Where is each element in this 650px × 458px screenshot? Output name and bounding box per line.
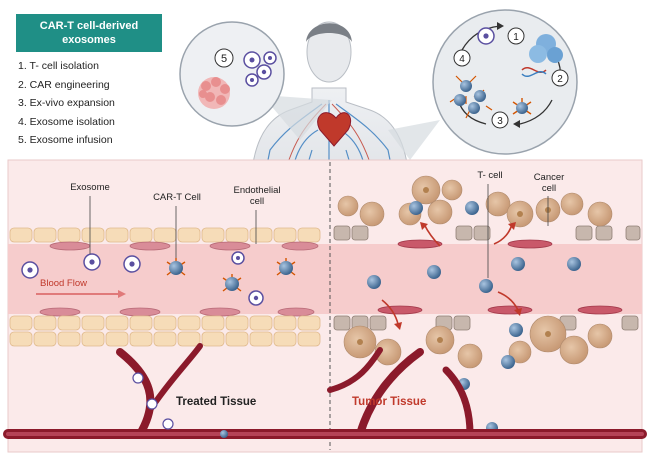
t-cell-label: T- cell — [477, 170, 503, 181]
heart-icon — [317, 112, 352, 147]
treated-tissue-label: Treated Tissue — [176, 396, 257, 408]
step-1: 1. T- cell isolation — [18, 60, 99, 72]
exosome-icon — [243, 51, 277, 87]
production-cycle-circle — [388, 9, 578, 160]
tumor-cluster — [198, 77, 230, 109]
step-3: 3. Ex-vivo expansion — [18, 97, 115, 109]
title-box: CAR-T cell-derived exosomes — [16, 14, 162, 52]
step-4: 4. Exosome isolation — [18, 115, 115, 128]
endothelial-row-top — [9, 227, 321, 243]
infusion-zoom-circle — [179, 21, 332, 140]
cycle-number-2: 2 — [557, 74, 563, 85]
expanded-cells — [449, 75, 493, 119]
car-t-cell-label: CAR-T Cell — [153, 192, 201, 203]
step-2: 2. CAR engineering — [18, 78, 110, 91]
tumor-tissue-label: Tumor Tissue — [352, 396, 427, 408]
cycle-number-1: 1 — [513, 32, 519, 43]
car-t-cell-icon — [512, 98, 532, 115]
endothelial-cell-label: Endothelial cell — [233, 185, 281, 207]
blood-flow-label: Blood Flow — [40, 278, 87, 289]
tissue-panel — [3, 159, 647, 453]
t-cell-cluster — [529, 34, 563, 63]
steps-list: 1. T- cell isolation 2. CAR engineering … — [18, 57, 115, 150]
cycle-number-4: 4 — [459, 54, 465, 65]
infusion-step-number: 5 — [221, 53, 227, 65]
step-5: 5. Exosome infusion — [18, 134, 113, 146]
endothelial-row-bottom — [9, 315, 321, 347]
cancer-cell-label: Cancer cell — [533, 172, 565, 194]
car-t-cells-in-lumen — [166, 258, 296, 292]
dna-icon — [521, 67, 547, 73]
cycle-number-3: 3 — [497, 116, 503, 127]
exosome-label: Exosome — [70, 182, 110, 193]
